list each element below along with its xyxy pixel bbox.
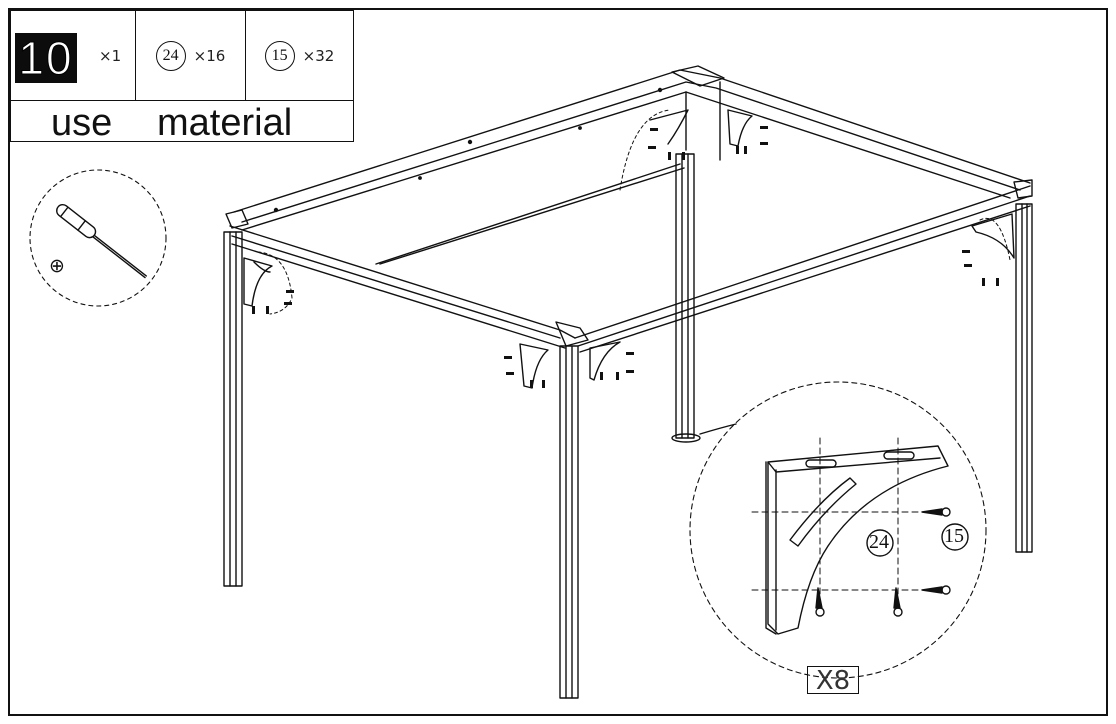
table-legs <box>223 153 1033 699</box>
use-label: use <box>51 102 113 144</box>
part-id-15: 15 <box>264 40 295 71</box>
material-label: material <box>157 102 293 144</box>
part-qty-24: ×16 <box>193 46 226 65</box>
step-cell: 10 ×1 <box>11 11 136 100</box>
detail-screw-id: 15 <box>944 525 964 547</box>
step-number-badge: 10 <box>15 33 77 83</box>
phillips-screwdriver-icon <box>29 169 167 307</box>
table-frame <box>225 65 1033 353</box>
material-table: 10 ×1 24 ×16 15 ×32 use material <box>10 10 354 143</box>
material-row: 10 ×1 24 ×16 15 ×32 <box>11 11 353 101</box>
step-number: 10 <box>18 32 74 84</box>
part-cell-24: 24 ×16 <box>136 11 246 100</box>
corner-brackets <box>243 109 1015 389</box>
bracket-detail <box>689 381 987 679</box>
page-frame <box>8 8 1108 716</box>
part-cell-15: 15 ×32 <box>246 11 353 100</box>
part-qty-15: ×32 <box>302 46 335 65</box>
use-material-row: use material <box>11 103 353 143</box>
multiplier-label: X8 <box>807 666 859 695</box>
screw-markers <box>252 126 999 388</box>
part-id-24: 24 <box>155 40 186 71</box>
detail-bracket-id: 24 <box>869 531 889 553</box>
step-quantity: ×1 <box>99 47 122 65</box>
phillips-symbol: ⊕ <box>49 255 65 277</box>
